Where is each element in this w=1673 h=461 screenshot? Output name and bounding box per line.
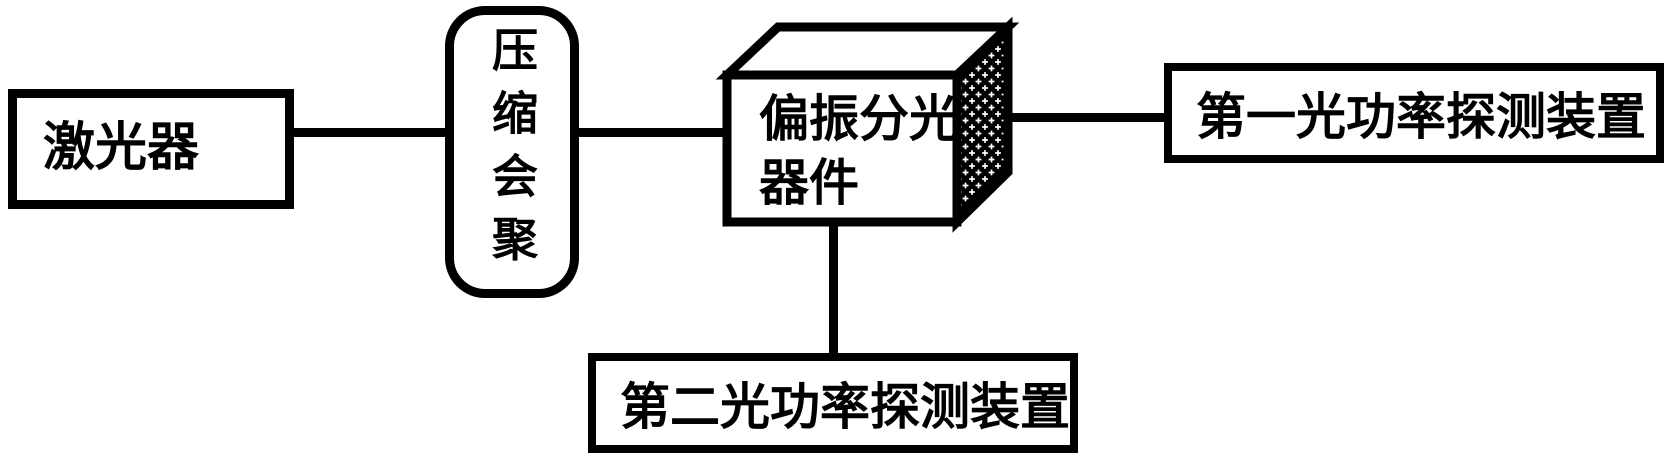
connector-pbs-to-detector1 (1006, 113, 1168, 122)
compressor-node: 压缩会聚 (445, 6, 579, 298)
laser-node: 激光器 (8, 89, 294, 209)
pbs-label-line2: 器件 (759, 154, 859, 212)
pbs-top-face (715, 22, 1020, 80)
pbs-side-face-hatched (952, 16, 1013, 233)
connector-pbs-to-detector2 (829, 220, 838, 357)
detector2-label: 第二光功率探测装置 (620, 378, 1070, 436)
pbs-node: 偏振分光 器件 (727, 75, 959, 222)
detector1-label: 第一光功率探测装置 (1196, 88, 1646, 146)
laser-label: 激光器 (43, 117, 200, 178)
pbs-label-line1: 偏振分光 (759, 90, 959, 148)
connector-laser-to-compressor (290, 128, 450, 137)
connector-compressor-to-pbs (574, 128, 731, 137)
detector2-node: 第二光功率探测装置 (588, 353, 1078, 453)
compressor-label: 压缩会聚 (485, 26, 539, 278)
detector1-node: 第一光功率探测装置 (1164, 63, 1664, 163)
